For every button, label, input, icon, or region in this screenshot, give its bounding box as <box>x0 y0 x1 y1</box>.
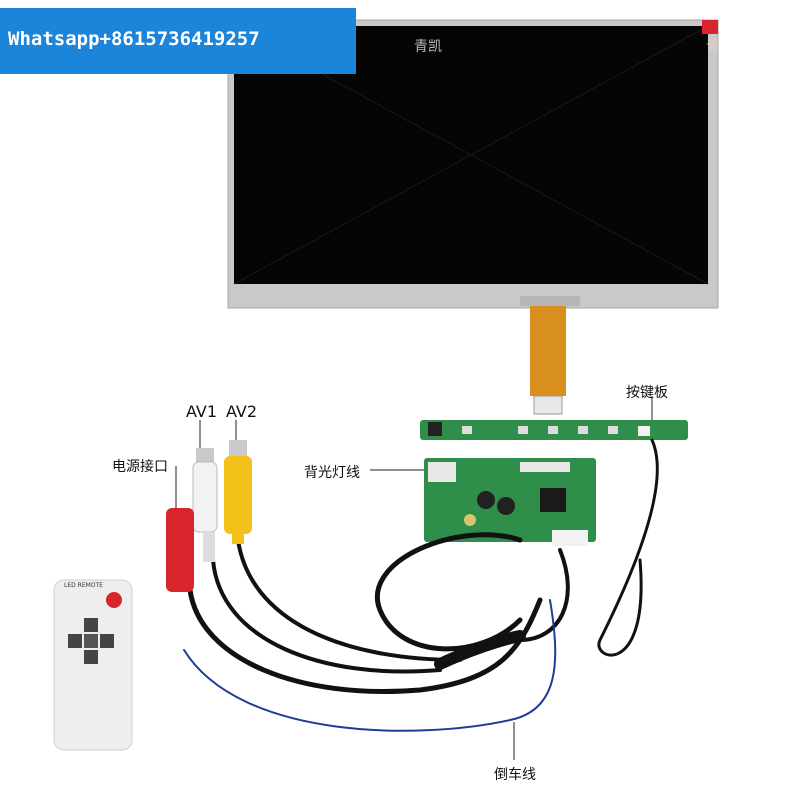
flex-cable <box>530 306 566 415</box>
remote-control <box>53 579 133 751</box>
rca-connectors <box>166 440 252 592</box>
label-keypad-board: 按键板 <box>626 385 668 401</box>
label-av2: AV2 <box>226 402 258 421</box>
watermark-corner: 青 <box>706 39 720 55</box>
label-av1: AV1 <box>186 402 218 421</box>
label-backlight-cable: 背光灯线 <box>304 465 360 481</box>
pointer-lines <box>175 396 653 760</box>
driver-board <box>424 458 596 546</box>
watermark-top: 青凯 <box>414 39 442 55</box>
remote-label: LED REMOTE <box>64 582 103 589</box>
label-reverse-cable: 倒车线 <box>494 767 536 783</box>
cables <box>183 438 659 732</box>
keypad-board <box>420 420 688 440</box>
label-power-port: 电源接口 <box>112 459 168 475</box>
whatsapp-text: Whatsapp+8615736419257 <box>8 28 260 50</box>
contact-banner: Whatsapp+8615736419257 <box>0 8 356 74</box>
